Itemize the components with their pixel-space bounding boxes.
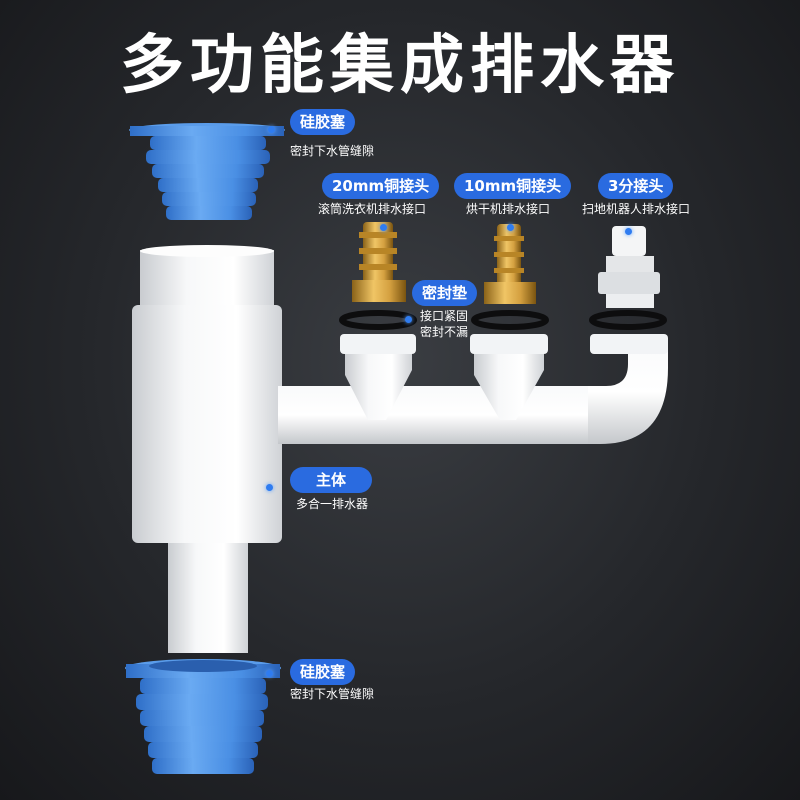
callout-note-copper-10: 烘干机排水接口 [466,202,551,216]
silicone-plug-bottom [125,659,281,774]
callout-note-gasket-1: 接口紧固 [420,309,469,323]
silicone-plug-top [129,123,285,220]
callout-note-gasket-2: 密封不漏 [420,325,469,339]
callout-note-body: 多合一排水器 [296,497,369,511]
callout-note-fitting-3: 扫地机器人排水接口 [582,202,691,216]
callout-dot-body [266,484,273,491]
callout-label-copper-10: 10mm铜接头 [454,173,572,199]
callout-note-copper-20: 滚筒洗衣机排水接口 [318,202,427,216]
callout-label-fitting-3: 3分接头 [598,173,674,199]
callout-dot-gasket [405,316,412,323]
callout-dot-copper-10 [507,224,514,231]
callout-note-seal-bottom: 密封下水管缝隙 [290,687,375,701]
callout-dot-seal-top [268,126,275,133]
main-body [132,245,282,653]
callout-label-copper-20: 20mm铜接头 [322,173,440,199]
brass-fitting-20mm [352,222,406,302]
callout-label-seal-bottom: 硅胶塞 [290,659,356,685]
callout-label-body: 主体 [290,467,373,493]
callout-label-gasket: 密封垫 [412,280,478,306]
callout-label-seal-top: 硅胶塞 [290,109,356,135]
callout-note-seal-top: 密封下水管缝隙 [290,144,375,158]
manifold [278,334,668,444]
gaskets [339,310,667,330]
page-title: 多功能集成排水器 [120,29,680,103]
quick-fitting-3 [598,226,660,308]
callout-dot-seal-bottom [266,670,273,677]
callout-dot-copper-20 [380,224,387,231]
brass-fitting-10mm [484,224,536,304]
callout-dot-fitting-3 [625,228,632,235]
